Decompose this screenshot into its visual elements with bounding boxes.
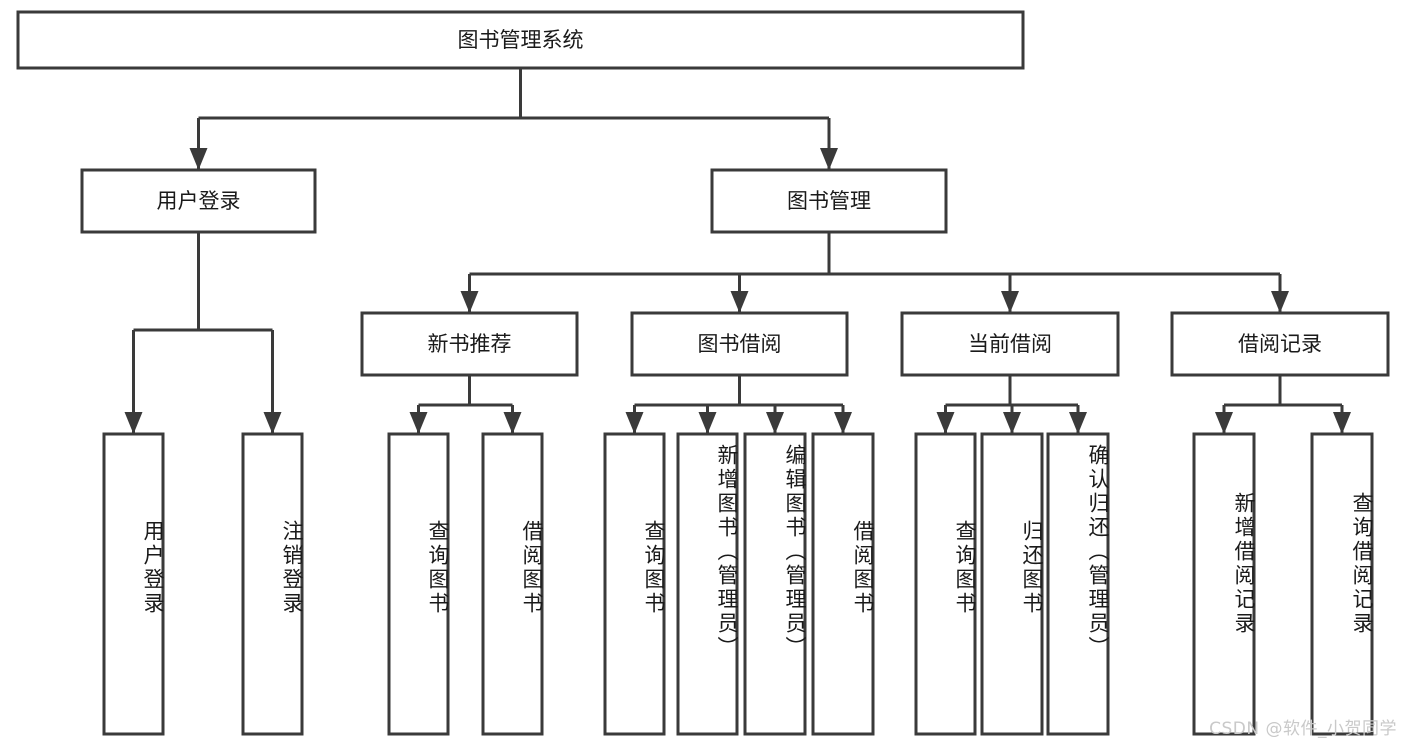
node-box-borrow-record[interactable] bbox=[1170, 311, 1390, 377]
arrow-head-icon bbox=[124, 412, 143, 434]
arrow-head-icon bbox=[189, 148, 208, 170]
boxes-layer bbox=[16, 10, 1390, 736]
arrow-head-icon bbox=[1333, 412, 1351, 434]
arrow-head-icon bbox=[1069, 412, 1087, 434]
node-label-book-manage: 图书管理 bbox=[787, 189, 871, 213]
arrow-head-icon bbox=[766, 412, 784, 434]
node-label-borrow-record: 借阅记录 bbox=[1238, 332, 1322, 356]
arrow-head-icon bbox=[820, 148, 838, 170]
node-box-leaf-query-book-borrow[interactable] bbox=[603, 432, 666, 736]
node-box-leaf-borrow-book-rec[interactable] bbox=[481, 432, 544, 736]
csdn-watermark: CSDN @软件_小贺同学 bbox=[1209, 719, 1397, 739]
node-box-root[interactable] bbox=[16, 10, 1025, 70]
node-label-root: 图书管理系统 bbox=[458, 28, 584, 52]
node-box-leaf-query-borrow-record[interactable] bbox=[1310, 432, 1374, 736]
node-box-leaf-add-borrow-record[interactable] bbox=[1192, 432, 1256, 736]
arrow-head-icon bbox=[936, 412, 955, 434]
node-box-leaf-query-book-current[interactable] bbox=[914, 432, 977, 736]
arrow-head-icon bbox=[503, 412, 522, 434]
node-box-leaf-confirm-return-admin[interactable] bbox=[1046, 432, 1110, 736]
node-label-new-book-recommend: 新书推荐 bbox=[428, 332, 512, 356]
arrow-head-icon bbox=[1215, 412, 1233, 434]
node-box-leaf-logout[interactable] bbox=[241, 432, 304, 736]
arrow-head-icon bbox=[698, 412, 717, 434]
arrow-head-icon bbox=[625, 412, 644, 434]
node-box-user-login[interactable] bbox=[80, 168, 317, 234]
node-box-leaf-user-login[interactable] bbox=[102, 432, 165, 736]
node-box-leaf-add-book-admin[interactable] bbox=[676, 432, 739, 736]
arrow-head-icon bbox=[460, 291, 479, 313]
arrow-head-icon bbox=[834, 412, 852, 434]
node-box-new-book-recommend[interactable] bbox=[360, 311, 579, 377]
node-box-leaf-edit-book-admin[interactable] bbox=[743, 432, 807, 736]
node-box-leaf-query-book-rec[interactable] bbox=[387, 432, 450, 736]
node-box-leaf-return-book[interactable] bbox=[980, 432, 1044, 736]
node-box-book-borrow[interactable] bbox=[630, 311, 849, 377]
arrow-head-icon bbox=[1001, 291, 1019, 313]
connectors-layer bbox=[124, 68, 1351, 434]
arrow-head-icon bbox=[263, 412, 282, 434]
arrow-head-icon bbox=[730, 291, 749, 313]
arrow-head-icon bbox=[1003, 412, 1021, 434]
node-box-current-borrow[interactable] bbox=[900, 311, 1120, 377]
node-box-book-manage[interactable] bbox=[710, 168, 948, 234]
node-label-user-login: 用户登录 bbox=[157, 189, 241, 213]
node-label-current-borrow: 当前借阅 bbox=[968, 332, 1052, 356]
node-label-book-borrow: 图书借阅 bbox=[698, 332, 782, 356]
arrow-head-icon bbox=[409, 412, 428, 434]
node-box-leaf-borrow-book[interactable] bbox=[811, 432, 875, 736]
arrow-head-icon bbox=[1271, 291, 1289, 313]
